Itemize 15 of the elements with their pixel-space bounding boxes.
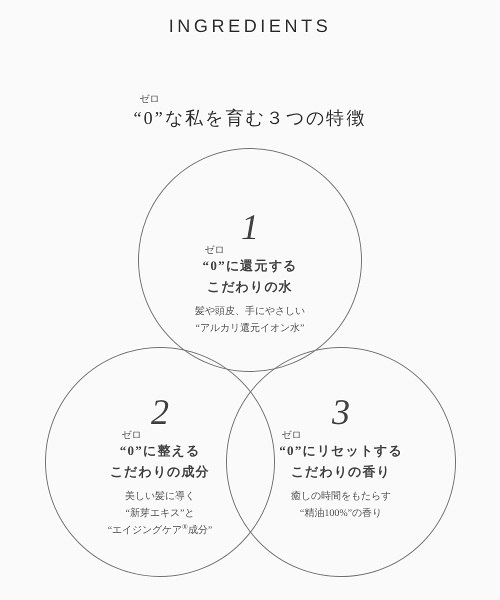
furigana: ゼロ xyxy=(204,245,225,256)
feature-number: 2 xyxy=(151,394,169,430)
feature-description: 髪や頭皮、手にやさしい“アルカリ還元イオン水” xyxy=(195,304,305,336)
feature-heading: “0”に還元するこだわりの水 xyxy=(202,257,298,296)
page-heading: INGREDIENTS xyxy=(168,15,332,38)
furigana: ゼロ xyxy=(281,430,302,441)
feature-description: 美しい髪に導く“新芽エキス”と“エイジングケア$^{®}$成分” xyxy=(108,490,212,538)
feature-number: 3 xyxy=(332,394,350,430)
feature-heading: “0”に整えるこだわりの成分 xyxy=(110,442,210,481)
furigana: ゼロ xyxy=(122,430,142,441)
feature-number: 1 xyxy=(241,209,259,245)
subtitle: “0”な私を育む３つの特徴 xyxy=(133,107,367,130)
feature-heading: “0”にリセットするこだわりの香り xyxy=(279,442,403,481)
feature-description: 癒しの時間をもたらす“精油100%”の香り xyxy=(291,490,391,521)
furigana: ゼロ xyxy=(139,94,160,105)
